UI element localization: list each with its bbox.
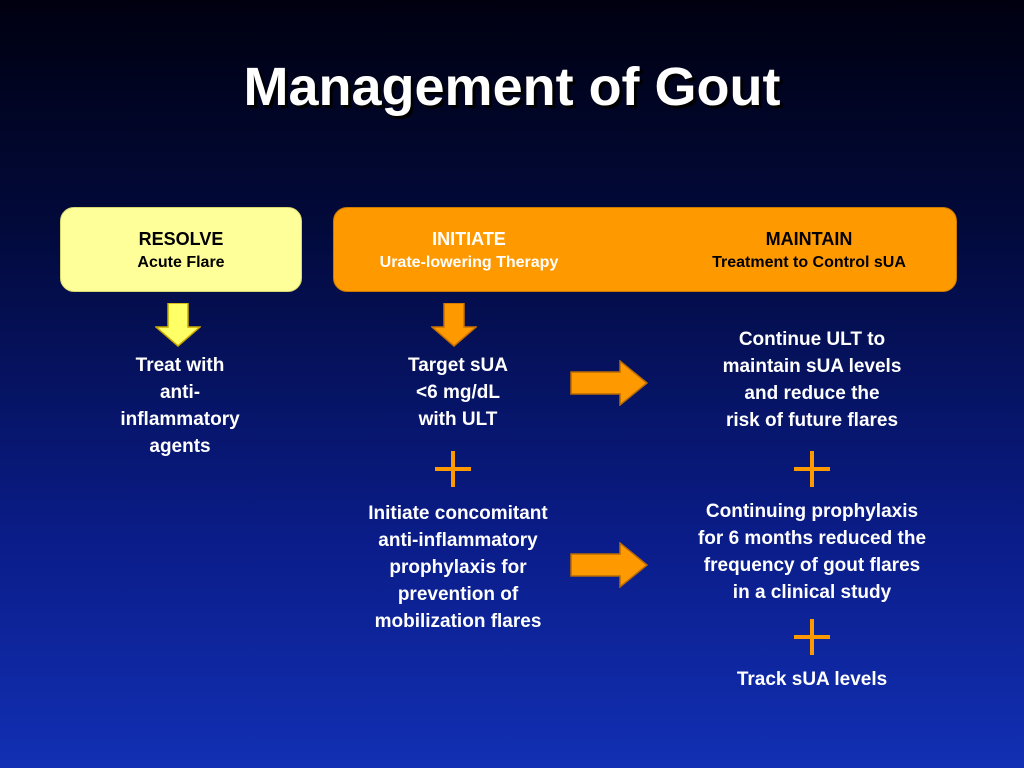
- arrow-right-icon: [570, 542, 648, 588]
- resolve-line: Treat with: [135, 355, 225, 376]
- slide-title: Management of Gout: [243, 57, 781, 117]
- initiate-header: INITIATE Urate-lowering Therapy: [344, 228, 594, 273]
- maintain-step1-line: maintain sUA levels: [722, 356, 902, 377]
- initiate-step2-line: mobilization flares: [374, 611, 542, 632]
- initiate-step2: Initiate concomitant anti-inflammatory p…: [333, 500, 583, 635]
- maintain-step2-line: frequency of gout flares: [703, 555, 921, 576]
- resolve-line: agents: [149, 436, 211, 457]
- initiate-maintain-box: INITIATE Urate-lowering Therapy MAINTAIN…: [333, 207, 957, 292]
- initiate-step2-line: anti-inflammatory: [378, 530, 538, 551]
- arrow-down-icon: [431, 303, 477, 347]
- resolve-title: RESOLVE: [138, 229, 224, 249]
- maintain-title: MAINTAIN: [765, 229, 853, 249]
- maintain-step3: Track sUA levels: [682, 666, 942, 693]
- initiate-step2-line: prophylaxis for: [389, 557, 527, 578]
- maintain-step3-line: Track sUA levels: [736, 669, 888, 690]
- maintain-step2-line: Continuing prophylaxis: [705, 501, 919, 522]
- maintain-step2-line: for 6 months reduced the: [697, 528, 927, 549]
- initiate-step2-line: prevention of: [397, 584, 519, 605]
- plus-icon: [794, 619, 830, 655]
- arrow-right-icon: [570, 360, 648, 406]
- maintain-step2-line: in a clinical study: [732, 582, 892, 603]
- initiate-step1-line: with ULT: [418, 409, 498, 430]
- initiate-step1-line: Target sUA: [408, 355, 508, 376]
- resolve-line: inflammatory: [120, 409, 240, 430]
- resolve-body: Treat with anti- inflammatory agents: [80, 352, 280, 460]
- resolve-line: anti-: [159, 382, 201, 403]
- maintain-step1-line: and reduce the: [744, 383, 880, 404]
- plus-icon: [794, 451, 830, 487]
- maintain-step1-line: Continue ULT to: [738, 329, 886, 350]
- initiate-step1-line: <6 mg/dL: [416, 382, 500, 403]
- maintain-subtitle: Treatment to Control sUA: [712, 254, 906, 271]
- maintain-step2: Continuing prophylaxis for 6 months redu…: [662, 498, 962, 606]
- initiate-title: INITIATE: [432, 229, 506, 249]
- maintain-header: MAINTAIN Treatment to Control sUA: [674, 228, 944, 273]
- resolve-box: RESOLVE Acute Flare: [60, 207, 302, 292]
- resolve-subtitle: Acute Flare: [137, 254, 225, 271]
- maintain-step1: Continue ULT to maintain sUA levels and …: [682, 326, 942, 434]
- initiate-step2-line: Initiate concomitant: [368, 503, 548, 524]
- arrow-down-icon: [155, 303, 201, 347]
- initiate-step1: Target sUA <6 mg/dL with ULT: [358, 352, 558, 433]
- plus-icon: [435, 451, 471, 487]
- maintain-step1-line: risk of future flares: [725, 410, 899, 431]
- initiate-subtitle: Urate-lowering Therapy: [379, 254, 559, 271]
